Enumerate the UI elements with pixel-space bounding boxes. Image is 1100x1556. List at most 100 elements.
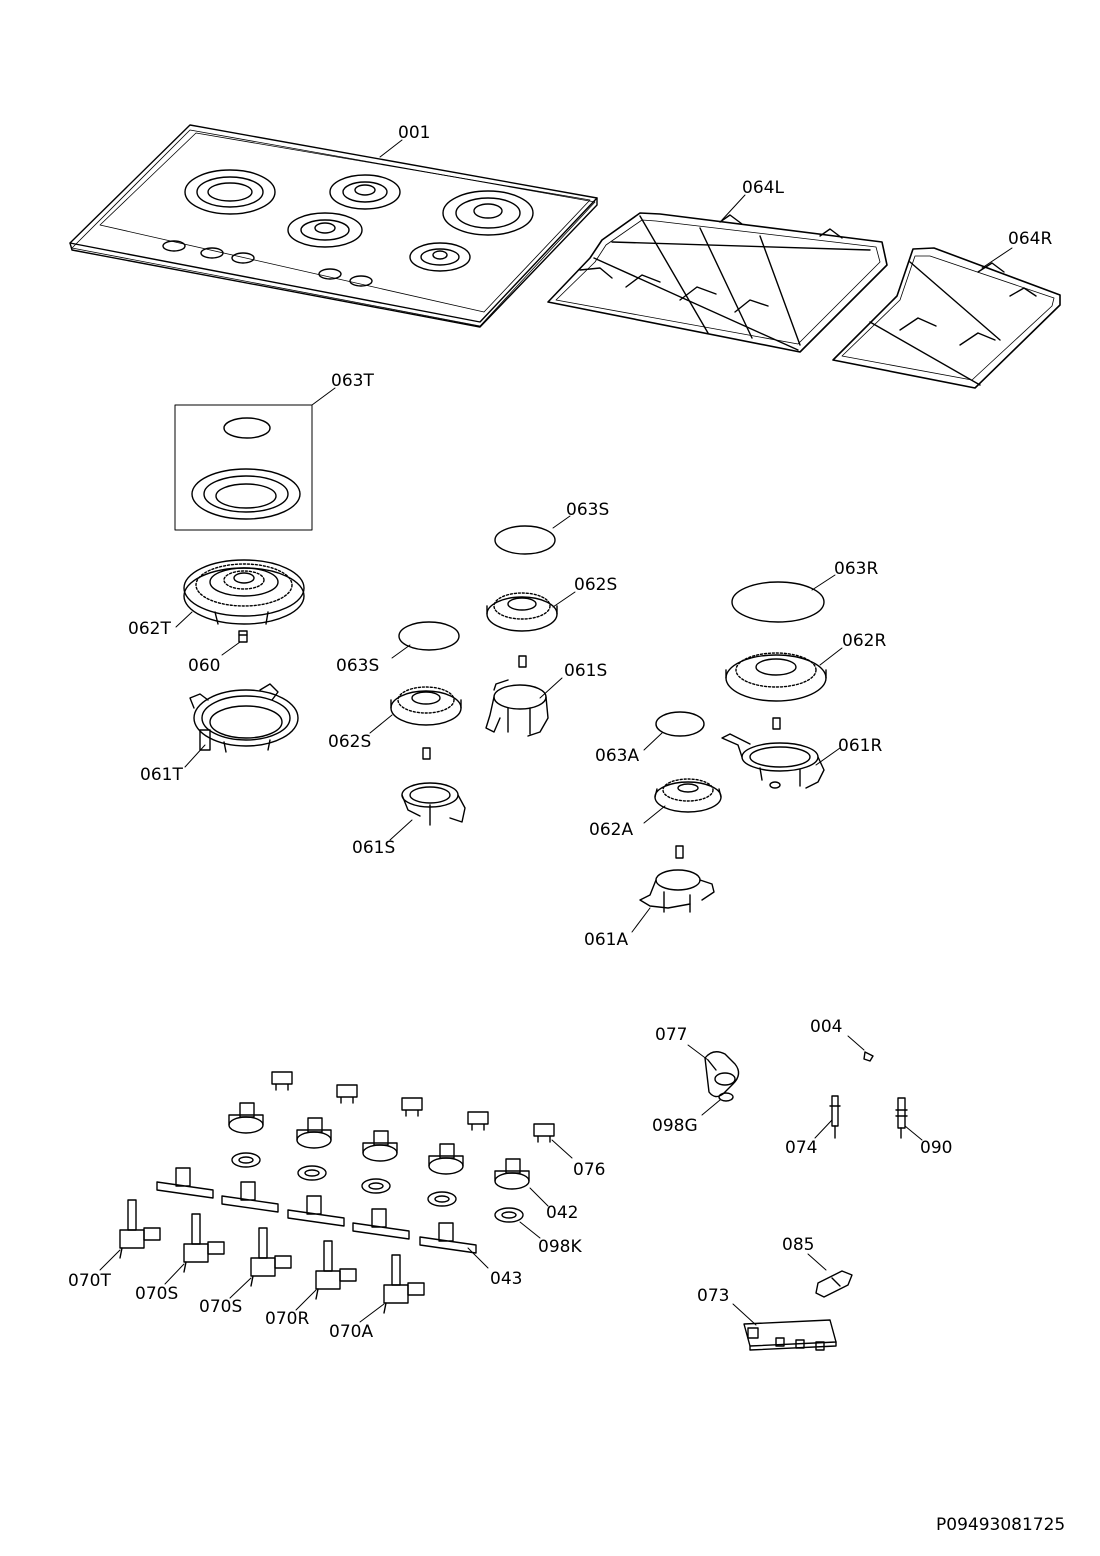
injector-nozzle (422, 747, 431, 760)
part-label-085[interactable]: 085 (782, 1235, 815, 1255)
part-label-062S-mid[interactable]: 062S (328, 732, 372, 752)
burner-cup-auxiliary (639, 869, 715, 913)
part-label-062T[interactable]: 062T (128, 619, 171, 639)
leader-line (981, 247, 1013, 269)
leader-line (643, 805, 666, 824)
burner-crown-small (390, 686, 462, 726)
leader-line (295, 1289, 317, 1311)
spring-clip (863, 1051, 874, 1062)
part-label-061T[interactable]: 061T (140, 765, 183, 785)
part-label-070R[interactable]: 070R (265, 1309, 310, 1329)
part-label-098G[interactable]: 098G (652, 1116, 698, 1136)
part-label-061S[interactable]: 061S (564, 661, 608, 681)
leader-line (732, 1303, 757, 1326)
part-label-070A[interactable]: 070A (329, 1322, 374, 1342)
part-label-090[interactable]: 090 (920, 1138, 953, 1158)
leader-line (631, 907, 651, 933)
part-label-063R[interactable]: 063R (834, 559, 879, 579)
leader-line (184, 744, 206, 768)
valve-brackets (156, 1167, 477, 1254)
leader-line (529, 1187, 549, 1207)
part-label-062A[interactable]: 062A (589, 820, 634, 840)
part-label-004[interactable]: 004 (810, 1017, 843, 1037)
burner-cup-rapid (721, 733, 825, 789)
part-label-063T[interactable]: 063T (331, 371, 374, 391)
leader-line (687, 1044, 709, 1061)
knob-spring-clips (271, 1071, 555, 1143)
leader-line (819, 647, 843, 666)
part-label-061R[interactable]: 061R (838, 736, 883, 756)
leader-line (467, 1247, 489, 1269)
part-label-062S[interactable]: 062S (574, 575, 618, 595)
part-label-070S-b[interactable]: 070S (199, 1297, 243, 1317)
leader-line (551, 1139, 573, 1159)
part-label-074[interactable]: 074 (785, 1138, 818, 1158)
leader-line (391, 644, 411, 659)
part-label-070T[interactable]: 070T (68, 1271, 111, 1291)
spark-generator (743, 1319, 837, 1351)
part-label-061A[interactable]: 061A (584, 930, 629, 950)
leader-line (807, 1253, 827, 1271)
leader-line (643, 732, 663, 751)
part-label-064R[interactable]: 064R (1008, 229, 1053, 249)
burner-cap-small (398, 621, 460, 651)
document-id: P09493081725 (936, 1515, 1066, 1535)
leader-line (164, 1263, 185, 1285)
part-label-043[interactable]: 043 (490, 1269, 523, 1289)
burner-cup-small (485, 679, 549, 737)
leader-line (311, 387, 336, 406)
leader-line (847, 1035, 865, 1051)
part-label-076[interactable]: 076 (573, 1160, 606, 1180)
leader-line (815, 747, 841, 766)
ignition-switch-knob (815, 1270, 853, 1298)
part-label-063S[interactable]: 063S (566, 500, 610, 520)
injector-nozzle (238, 630, 248, 643)
burner-crown-auxiliary (654, 778, 722, 813)
part-label-070S-a[interactable]: 070S (135, 1284, 179, 1304)
burner-cap-auxiliary (655, 711, 705, 737)
knob-seals (231, 1152, 524, 1223)
burner-cap-set-triple-crown (174, 404, 313, 531)
leader-line (552, 515, 571, 529)
part-label-098K[interactable]: 098K (538, 1237, 582, 1257)
burner-cap-small (494, 525, 556, 555)
part-label-063S-mid[interactable]: 063S (336, 656, 380, 676)
part-label-061S-low[interactable]: 061S (352, 838, 396, 858)
injector-nozzle (518, 655, 527, 668)
leader-line (552, 591, 576, 608)
leader-line (229, 1277, 252, 1299)
part-label-073[interactable]: 073 (697, 1286, 730, 1306)
control-knobs (228, 1102, 530, 1190)
leader-line (175, 611, 193, 628)
part-label-062R[interactable]: 062R (842, 631, 887, 651)
leader-line (811, 574, 836, 591)
leader-line (379, 139, 403, 158)
leader-line (701, 1099, 721, 1116)
ignition-spark-plug (895, 1097, 908, 1139)
leader-line (369, 714, 393, 734)
pan-support-right (832, 247, 1061, 389)
part-label-077[interactable]: 077 (655, 1025, 688, 1045)
pan-support-left (547, 212, 888, 353)
gas-inlet-elbow (704, 1051, 740, 1098)
part-label-063A[interactable]: 063A (595, 746, 640, 766)
leader-line (99, 1249, 121, 1271)
part-label-064L[interactable]: 064L (742, 178, 784, 198)
part-label-060[interactable]: 060 (188, 656, 221, 676)
burner-cup-triple (189, 683, 299, 753)
leader-line (389, 819, 413, 841)
leader-line (814, 1119, 833, 1139)
leader-line (539, 677, 563, 699)
leader-line (519, 1221, 541, 1239)
leader-line (904, 1125, 923, 1141)
gasket-washer (718, 1092, 734, 1102)
cooktop-top-plate (69, 124, 598, 328)
burner-crown-rapid (725, 652, 827, 702)
burner-crown-triple (183, 559, 305, 625)
part-label-042[interactable]: 042 (546, 1203, 579, 1223)
thermocouple (829, 1095, 841, 1139)
part-label-001[interactable]: 001 (398, 123, 431, 143)
burner-cup-small (401, 782, 466, 826)
injector-nozzle (772, 717, 781, 730)
